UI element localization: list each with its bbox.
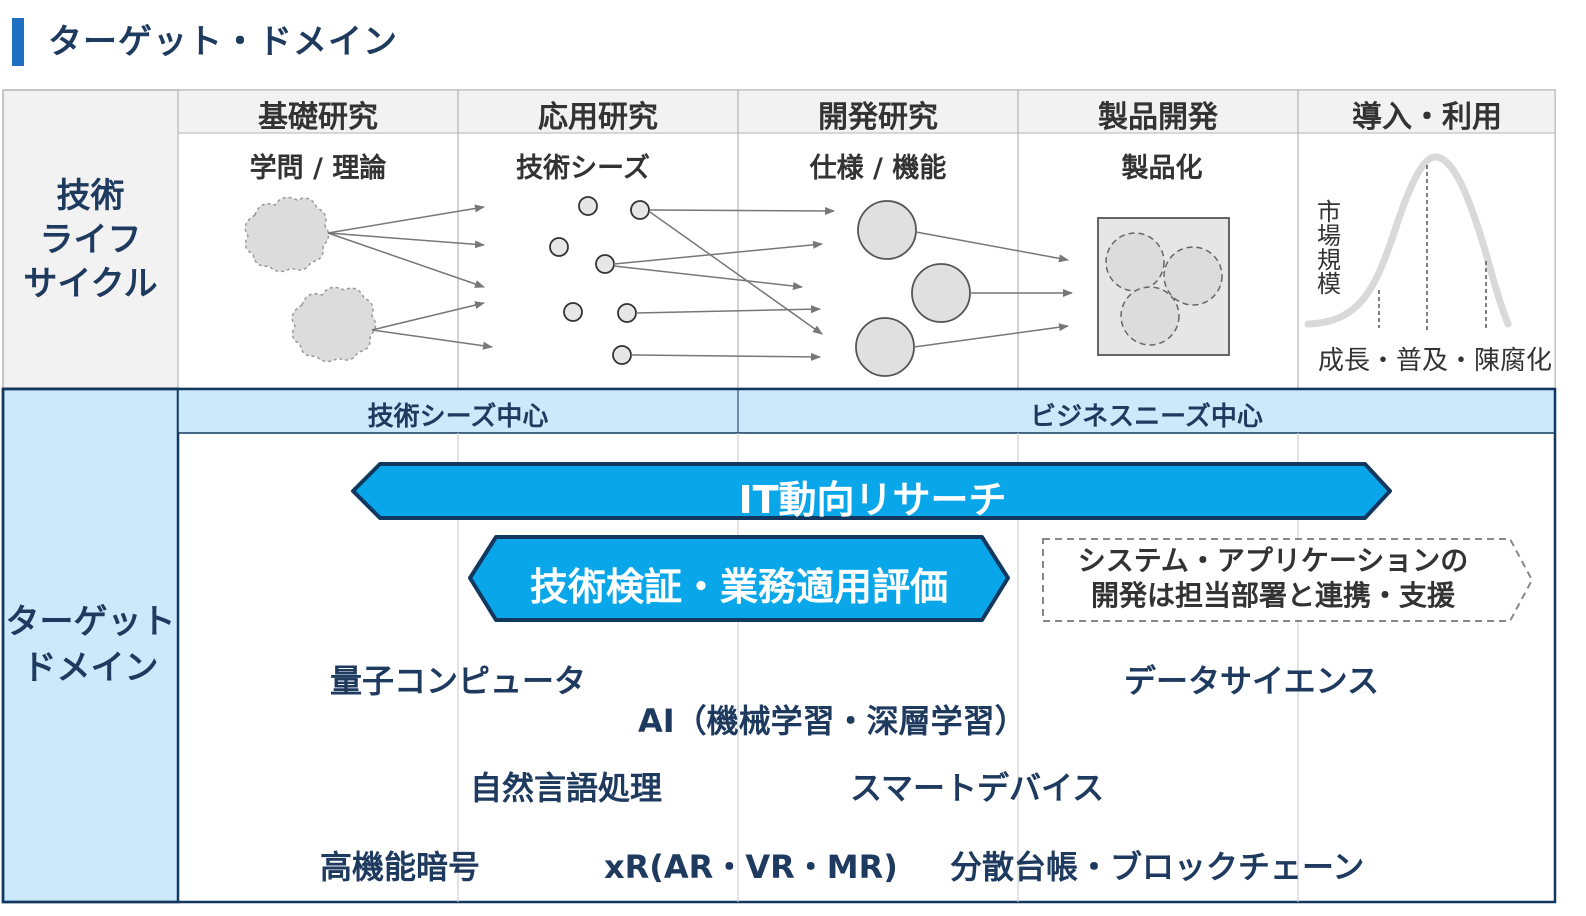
phase-header-product: 製品開発 xyxy=(1098,100,1218,135)
verify-arrow xyxy=(468,535,1010,622)
phase-subtitle-productization: 製品化 xyxy=(1121,153,1203,184)
development-support-note: システム・アプリケーションの 開発は担当部署と連携・支援 xyxy=(1077,544,1469,612)
market-phase-label: 成長・普及・陳腐化 xyxy=(1318,346,1553,376)
research-arrow-label: IT動向リサーチ xyxy=(738,478,1007,522)
phase-subtitle-theory: 学問 / 理論 xyxy=(249,153,387,184)
keyword-nlp: 自然言語処理 xyxy=(470,769,663,807)
phase-header-applied: 応用研究 xyxy=(538,100,658,135)
keyword-ai: AI（機械学習・深層学習） xyxy=(638,702,1027,740)
function-arrows xyxy=(913,231,1073,348)
seed-arrows xyxy=(613,206,835,361)
market-phase-lines xyxy=(1378,165,1487,332)
phase-header-basic: 基礎研究 xyxy=(258,100,378,135)
keyword-xr: xR(AR・VR・MR) xyxy=(604,848,898,886)
theory-arrows xyxy=(327,204,493,350)
product-components xyxy=(1105,232,1223,346)
phase-header-development: 開発研究 xyxy=(818,100,938,135)
research-arrow xyxy=(351,462,1392,520)
page-title: ターゲット・ドメイン xyxy=(48,22,398,62)
row-label-target-domain: ターゲット ドメイン xyxy=(5,602,176,688)
keyword-quantum-computer: 量子コンピュータ xyxy=(330,662,587,700)
seed-dots xyxy=(549,196,650,365)
band-tech-seeds: 技術シーズ中心 xyxy=(367,402,549,432)
market-curve xyxy=(1304,153,1512,328)
keyword-smart-devices: スマートデバイス xyxy=(850,769,1105,807)
phase-subtitle-spec: 仕様 / 機能 xyxy=(809,153,947,184)
market-size-axis-label: 市 場 規 模 xyxy=(1317,198,1341,298)
target-row-label-bg xyxy=(1,387,180,904)
phase-header-adoption: 導入・利用 xyxy=(1352,100,1502,135)
theory-cloud-icon xyxy=(244,196,377,363)
band-business-needs: ビジネスニーズ中心 xyxy=(1030,402,1263,432)
keyword-blockchain: 分散台帳・ブロックチェーン xyxy=(950,848,1365,886)
title-accent-bar xyxy=(12,18,24,66)
note-arrow-outline xyxy=(1042,538,1534,622)
keyword-data-science: データサイエンス xyxy=(1124,662,1380,700)
keyword-advanced-crypto: 高機能暗号 xyxy=(320,848,481,886)
verify-arrow-label: 技術検証・業務適用評価 xyxy=(529,565,948,609)
row-label-lifecycle: 技術 ライフ サイクル xyxy=(23,176,158,305)
phase-subtitle-seeds: 技術シーズ xyxy=(516,153,650,184)
function-spheres xyxy=(855,200,971,377)
